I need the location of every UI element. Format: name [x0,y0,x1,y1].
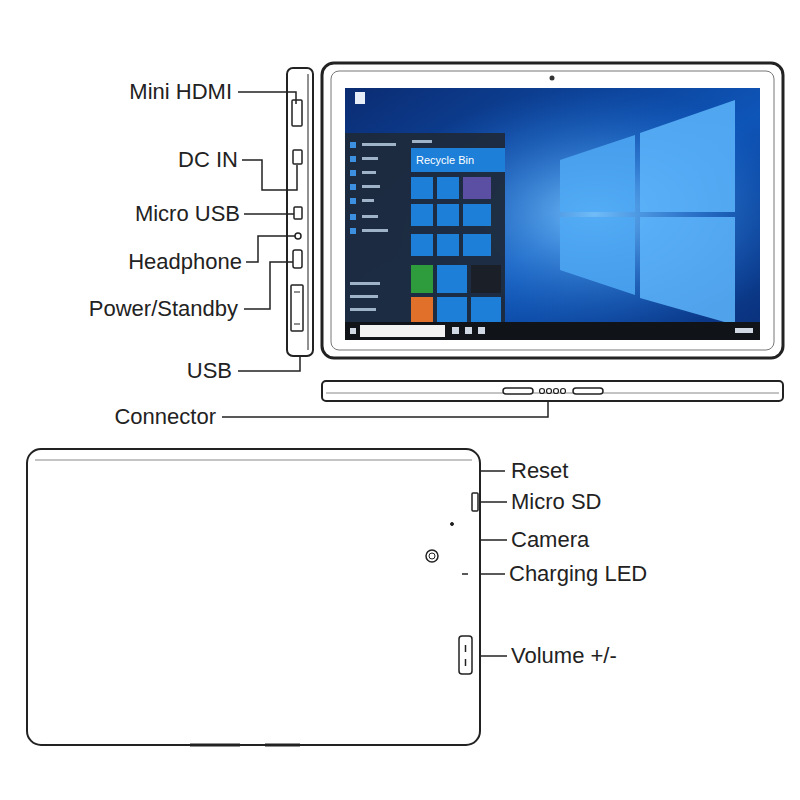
part-label: Charging LED [509,561,647,587]
part-label: Camera [511,527,589,553]
bottom-edge-view [322,381,783,401]
front-view [322,63,783,358]
part-label: Volume +/- [511,643,617,669]
part-label: Power/Standby [89,296,238,322]
side-view [287,68,313,356]
part-label: Headphone [128,249,242,275]
back-view [27,449,480,745]
part-label: Micro USB [135,201,240,227]
part-label: USB [187,358,232,384]
part-label: DC IN [178,147,238,173]
screen-tile-text: Recycle Bin [416,153,474,167]
part-label: Micro SD [511,489,601,515]
part-label: Connector [114,404,216,430]
part-label: Mini HDMI [129,79,232,105]
part-label: Reset [511,458,568,484]
